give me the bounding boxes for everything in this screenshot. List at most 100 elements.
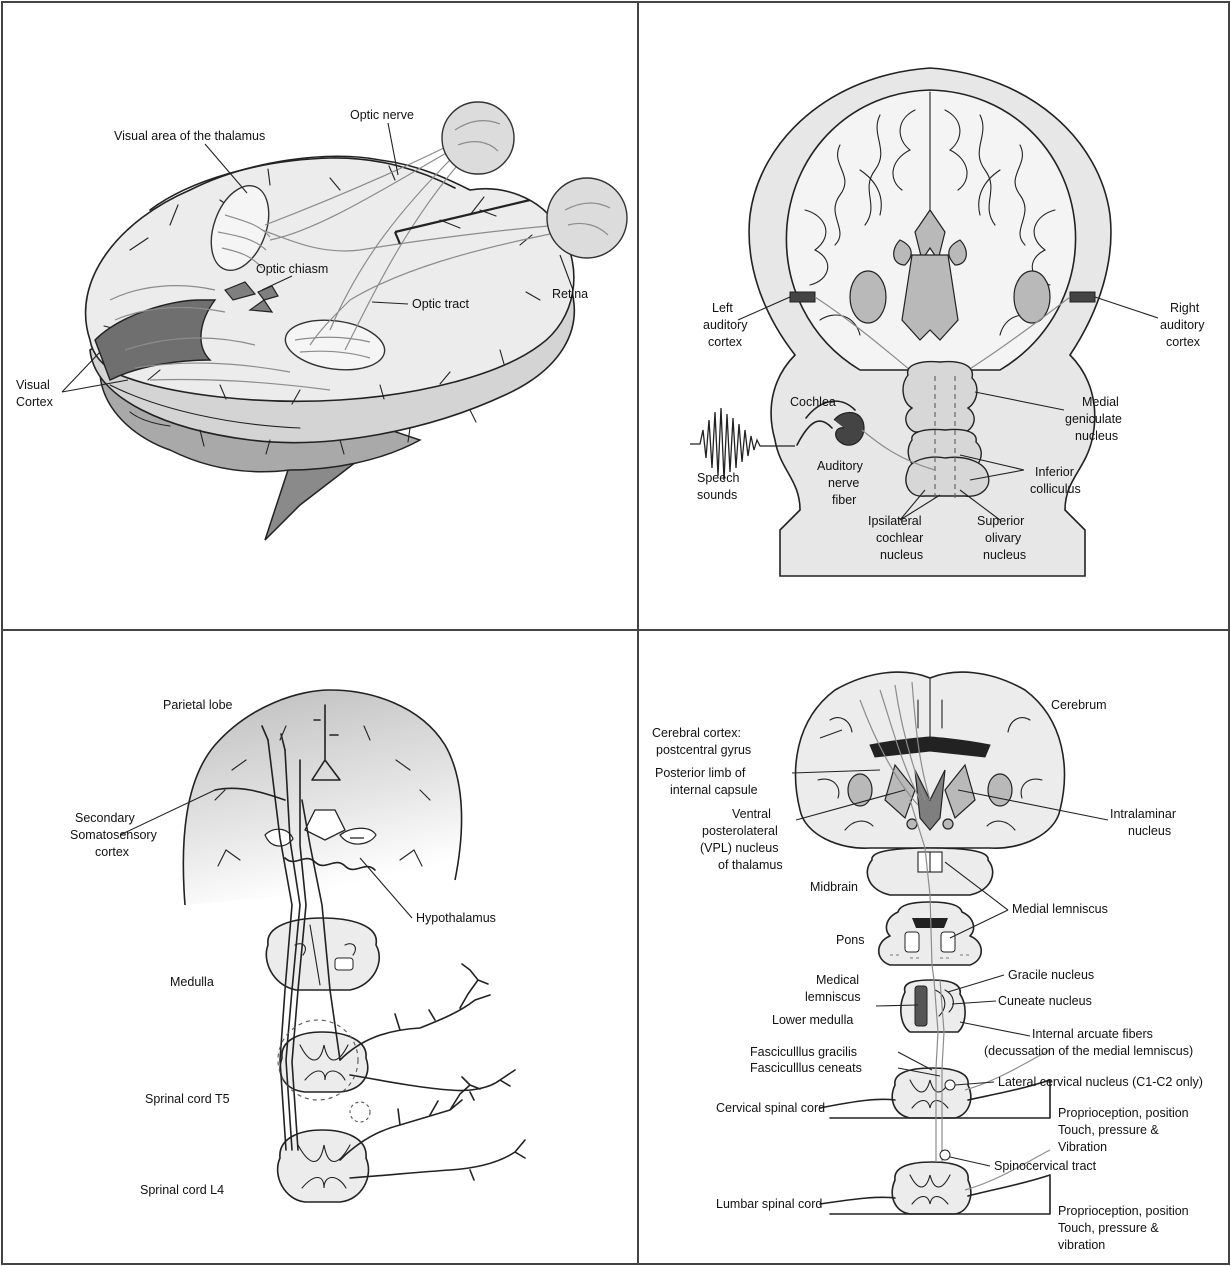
label-medical-lemniscus: Medical lemniscus — [805, 973, 863, 1004]
label-speech-sounds: Speech sounds — [697, 471, 743, 502]
cervical-cord-section — [892, 1068, 970, 1118]
left-putamen — [848, 774, 872, 806]
label-optic-chiasm: Optic chiasm — [256, 262, 328, 276]
brain-illustration — [86, 102, 627, 540]
label-medial-geniculate-2: geniculate — [1065, 412, 1122, 426]
label-secondary-cortex: Secondary Somatosensory cortex — [70, 811, 160, 859]
label-secondary-cortex-3: cortex — [95, 845, 130, 859]
lead-internal-arcuate — [960, 1022, 1030, 1036]
lead-right-cortex — [1095, 297, 1158, 318]
label-medulla: Medulla — [170, 975, 214, 989]
label-midbrain: Midbrain — [810, 880, 858, 894]
label-superior-olivary-3: nucleus — [983, 548, 1026, 562]
label-medial-geniculate-1: Medial — [1082, 395, 1119, 409]
label-secondary-cortex-2: Somatosensory — [70, 828, 158, 842]
label-superior-olivary-2: olivary — [985, 531, 1022, 545]
label-lateral-cervical: Lateral cervical nucleus (C1-C2 only) — [998, 1075, 1203, 1089]
left-nucleus-dot — [907, 819, 917, 829]
fourth-ventricle — [912, 918, 948, 928]
label-medial-geniculate-3: nucleus — [1075, 429, 1118, 443]
right-eyeball — [547, 178, 627, 258]
label-left-auditory-cortex-3: cortex — [708, 335, 743, 349]
label-right-auditory-cortex-2: auditory — [1160, 318, 1205, 332]
label-proprio-cervical-3: Vibration — [1058, 1140, 1107, 1154]
label-spinocervical: Spinocervical tract — [994, 1159, 1097, 1173]
medullary-pyramid — [915, 986, 927, 1026]
cochlea-shape — [834, 412, 864, 445]
panel-lemniscal-pathway: Cerebrum Cerebral cortex: postcentral gy… — [652, 672, 1203, 1252]
label-right-auditory-cortex: Right auditory cortex — [1160, 301, 1208, 349]
label-posterior-limb-2: internal capsule — [670, 783, 758, 797]
label-proprio-lumbar-2: Touch, pressure & — [1058, 1221, 1159, 1235]
label-vpl-nucleus-2: posterolateral — [702, 824, 778, 838]
thalamus-mass — [902, 255, 958, 340]
panel-auditory-pathway: Cochlea Left auditory cortex Right audit… — [690, 68, 1208, 576]
label-secondary-cortex-1: Secondary — [75, 811, 136, 825]
lateral-cervical-marker — [945, 1080, 955, 1090]
label-visual-cortex-1: Visual — [16, 378, 50, 392]
label-retina: Retina — [552, 287, 588, 301]
label-optic-nerve: Optic nerve — [350, 108, 414, 122]
spinocervical-marker — [940, 1150, 950, 1160]
label-vpl-nucleus-3: (VPL) nucleus — [700, 841, 779, 855]
label-inferior-colliculus-2: colliculus — [1030, 482, 1081, 496]
left-basal-ganglion — [850, 271, 886, 323]
medulla-block — [906, 457, 989, 496]
label-proprio-lumbar: Proprioception, position Touch, pressure… — [1058, 1204, 1192, 1252]
label-visual-cortex-2: Cortex — [16, 395, 54, 409]
midbrain-block — [903, 362, 977, 432]
label-hypothalamus: Hypothalamus — [416, 911, 496, 925]
label-cerebral-cortex: Cerebral cortex: postcentral gyrus — [652, 726, 751, 757]
brain-coronal-outline — [183, 690, 461, 905]
label-right-auditory-cortex-3: cortex — [1166, 335, 1201, 349]
label-vpl-nucleus-4: of thalamus — [718, 858, 783, 872]
label-inferior-colliculus-1: Inferior — [1035, 465, 1074, 479]
label-posterior-limb-1: Posterior limb of — [655, 766, 746, 780]
lumbar-cord-section — [892, 1162, 970, 1214]
label-ipsilateral-cochlear-3: nucleus — [880, 548, 923, 562]
label-fasciculus-ceneats: Fasciculllus ceneats — [750, 1061, 862, 1075]
label-posterior-limb: Posterior limb of internal capsule — [655, 766, 758, 797]
label-spinal-t5: Sprinal cord T5 — [145, 1092, 230, 1106]
label-proprio-cervical-2: Touch, pressure & — [1058, 1123, 1159, 1137]
label-cuneate-nucleus: Cuneate nucleus — [998, 994, 1092, 1008]
label-auditory-nerve-fiber-1: Auditory — [817, 459, 864, 473]
label-auditory-nerve-fiber-2: nerve — [828, 476, 859, 490]
right-putamen — [988, 774, 1012, 806]
label-left-auditory-cortex-1: Left — [712, 301, 733, 315]
label-pons: Pons — [836, 933, 865, 947]
label-lower-medulla: Lower medulla — [772, 1013, 853, 1027]
label-left-auditory-cortex: Left auditory cortex — [703, 301, 751, 349]
medulla-section — [266, 918, 379, 990]
label-proprio-cervical: Proprioception, position Touch, pressure… — [1058, 1106, 1192, 1154]
label-intralaminar-1: Intralaminar — [1110, 807, 1176, 821]
label-optic-tract: Optic tract — [412, 297, 469, 311]
right-basal-ganglion — [1014, 271, 1050, 323]
label-visual-cortex: Visual Cortex — [16, 378, 54, 409]
right-nucleus-dot — [943, 819, 953, 829]
label-vpl-nucleus-1: Ventral — [732, 807, 771, 821]
label-cochlea: Cochlea — [790, 395, 836, 409]
t5-nerve-lower — [350, 1070, 515, 1100]
dorsal-root-ganglion — [350, 1102, 370, 1122]
label-internal-arcuate-2: (decussation of the medial lemniscus) — [984, 1044, 1193, 1058]
label-internal-arcuate-1: Internal arcuate fibers — [1032, 1027, 1153, 1041]
lower-medulla-section — [901, 980, 965, 1032]
label-ipsilateral-cochlear-1: Ipsilateral — [868, 514, 922, 528]
label-cerebrum: Cerebrum — [1051, 698, 1107, 712]
label-gracile-nucleus: Gracile nucleus — [1008, 968, 1094, 982]
panel-visual-pathway: Optic nerve Visual area of the thalamus … — [16, 102, 627, 540]
label-internal-arcuate: Internal arcuate fibers (decussation of … — [984, 1027, 1193, 1058]
panel-somatosensory-pathway: Parietal lobe Secondary Somatosensory co… — [70, 690, 525, 1202]
label-vpl-nucleus: Ventral posterolateral (VPL) nucleus of … — [700, 807, 783, 872]
label-superior-olivary-1: Superior — [977, 514, 1024, 528]
label-fasciculus-gracilis: Fasciculllus gracilis — [750, 1045, 857, 1059]
label-lumbar-cord: Lumbar spinal cord — [716, 1197, 822, 1211]
medulla-nucleus — [335, 958, 353, 970]
head-illustration — [690, 68, 1111, 576]
label-cervical-cord: Cervical spinal cord — [716, 1101, 825, 1115]
label-visual-thalamus: Visual area of the thalamus — [114, 129, 265, 143]
label-ipsilateral-cochlear-2: cochlear — [876, 531, 923, 545]
pons-right-tract — [941, 932, 955, 952]
